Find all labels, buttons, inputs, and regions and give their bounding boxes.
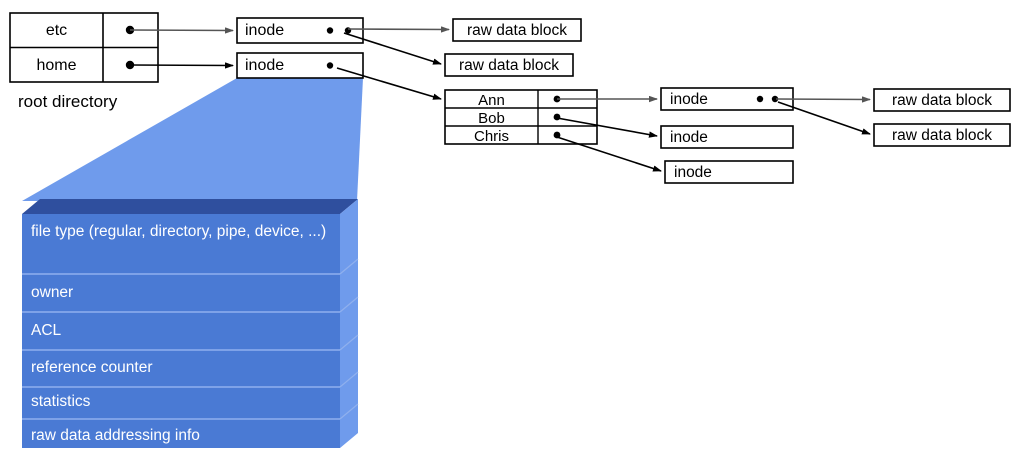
inode-chris-box <box>664 160 794 184</box>
inode-field-file-type: file type (regular, directory, pipe, dev… <box>31 223 327 240</box>
inode-chris-label: inode <box>674 164 712 181</box>
root-directory-caption: root directory <box>18 92 118 111</box>
raw-data-block-etc-2 <box>444 53 574 77</box>
raw-data-block-ann-1-label: raw data block <box>892 92 992 109</box>
inode-field-raw-data-addressing-info: raw data addressing info <box>31 427 200 444</box>
inode-home-box <box>236 52 364 79</box>
inode-ann-label: inode <box>670 91 708 108</box>
raw-data-block-ann-1 <box>873 88 1011 112</box>
inode-field-statistics: statistics <box>31 393 91 410</box>
root-dir-row-name-etc: etc <box>45 22 68 39</box>
inode-field-owner: owner <box>31 284 74 301</box>
raw-data-block-ann-2-label: raw data block <box>892 127 992 144</box>
root-dir-row-name-home: home <box>36 57 77 74</box>
raw-data-block-etc-2-label: raw data block <box>459 57 559 74</box>
inode-field-acl: ACL <box>31 322 62 339</box>
raw-data-block-etc-1 <box>452 18 582 42</box>
inode-bob-label: inode <box>670 129 708 146</box>
home-dir-row-name-ann: Ann <box>478 92 505 109</box>
home-dir-row-name-bob: Bob <box>478 110 505 127</box>
inode-home-label: inode <box>245 57 285 74</box>
inode-etc-label: inode <box>245 22 285 39</box>
inode-detail-funnel <box>22 78 363 201</box>
inode-ann-box <box>660 87 794 111</box>
root-directory-table <box>9 12 159 83</box>
inode-detail-block <box>22 199 359 448</box>
inode-field-reference-counter: reference counter <box>31 359 153 376</box>
inode-bob-box <box>660 125 794 149</box>
raw-data-block-etc-1-label: raw data block <box>467 22 567 39</box>
inode-etc-box <box>236 17 364 44</box>
home-dir-row-name-chris: Chris <box>473 128 509 145</box>
raw-data-block-ann-2 <box>873 123 1011 147</box>
connector-arrows <box>129 26 871 172</box>
